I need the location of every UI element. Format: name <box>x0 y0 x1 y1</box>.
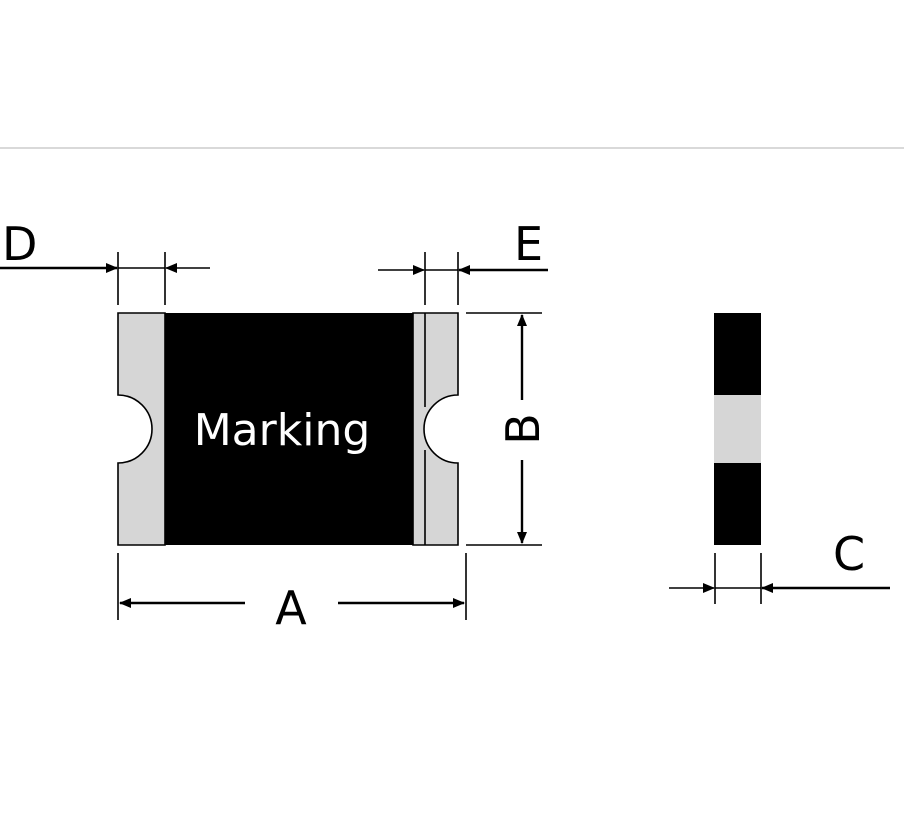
component-body <box>165 313 413 545</box>
side-view <box>714 313 761 545</box>
side-view-bottom-terminal <box>714 463 761 545</box>
dimension-label-d: D <box>2 217 37 271</box>
side-view-body <box>714 395 761 463</box>
marking-label: Marking <box>194 405 371 456</box>
dimension-a: A <box>117 553 467 635</box>
left-terminal <box>117 312 166 546</box>
top-view: Marking <box>117 312 459 546</box>
dimension-c: C <box>669 527 890 604</box>
dimension-label-b: B <box>496 413 550 445</box>
dimension-label-e: E <box>514 217 543 271</box>
dimension-d: D <box>0 217 210 305</box>
dimension-b: B <box>466 312 550 546</box>
dimension-e: E <box>378 217 548 305</box>
side-view-top-terminal <box>714 313 761 395</box>
dimension-label-c: C <box>833 527 865 581</box>
dimension-label-a: A <box>275 581 307 635</box>
right-terminal <box>412 312 459 546</box>
